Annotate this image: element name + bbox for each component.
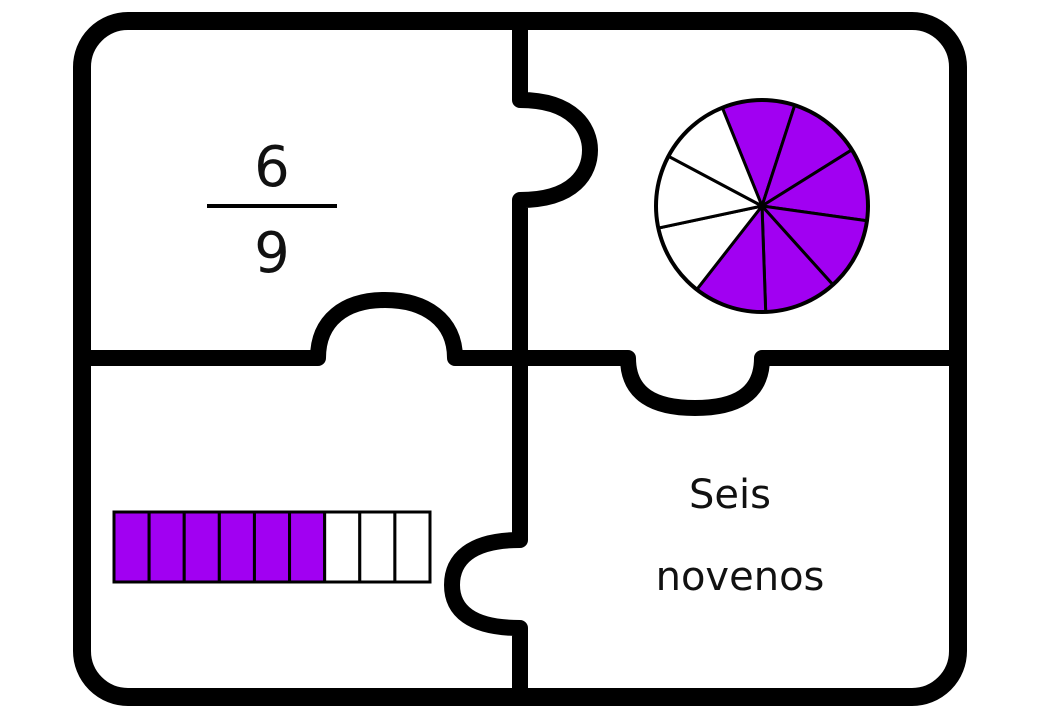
words-line-1: Seis <box>689 472 771 518</box>
words-line-2: novenos <box>656 554 825 600</box>
pie-outline <box>654 98 870 314</box>
pie-piece[interactable] <box>654 98 870 314</box>
words-piece[interactable]: Seis novenos <box>656 472 825 600</box>
bar-cell-shaded <box>147 510 186 584</box>
bar-cell-shaded <box>252 510 292 584</box>
bar-piece[interactable] <box>112 510 432 584</box>
bar-cell-shaded <box>288 510 327 584</box>
fraction-piece[interactable]: 6 9 <box>207 135 337 286</box>
puzzle-cut-top-vertical <box>512 21 598 358</box>
bar-cell-unshaded <box>393 510 432 584</box>
bar-cell-unshaded <box>358 510 397 584</box>
bar-cell-unshaded <box>323 510 362 584</box>
puzzle-cut-left-horizontal <box>82 292 520 366</box>
bar-cell-shaded <box>217 510 256 584</box>
fraction-denominator: 9 <box>254 221 290 286</box>
fraction-numerator: 6 <box>254 135 290 200</box>
puzzle-cut-bottom-vertical <box>444 358 528 697</box>
puzzle-cut-right-horizontal <box>520 350 958 416</box>
bar-cell-shaded <box>112 510 151 584</box>
bar-cell-shaded <box>182 510 221 584</box>
